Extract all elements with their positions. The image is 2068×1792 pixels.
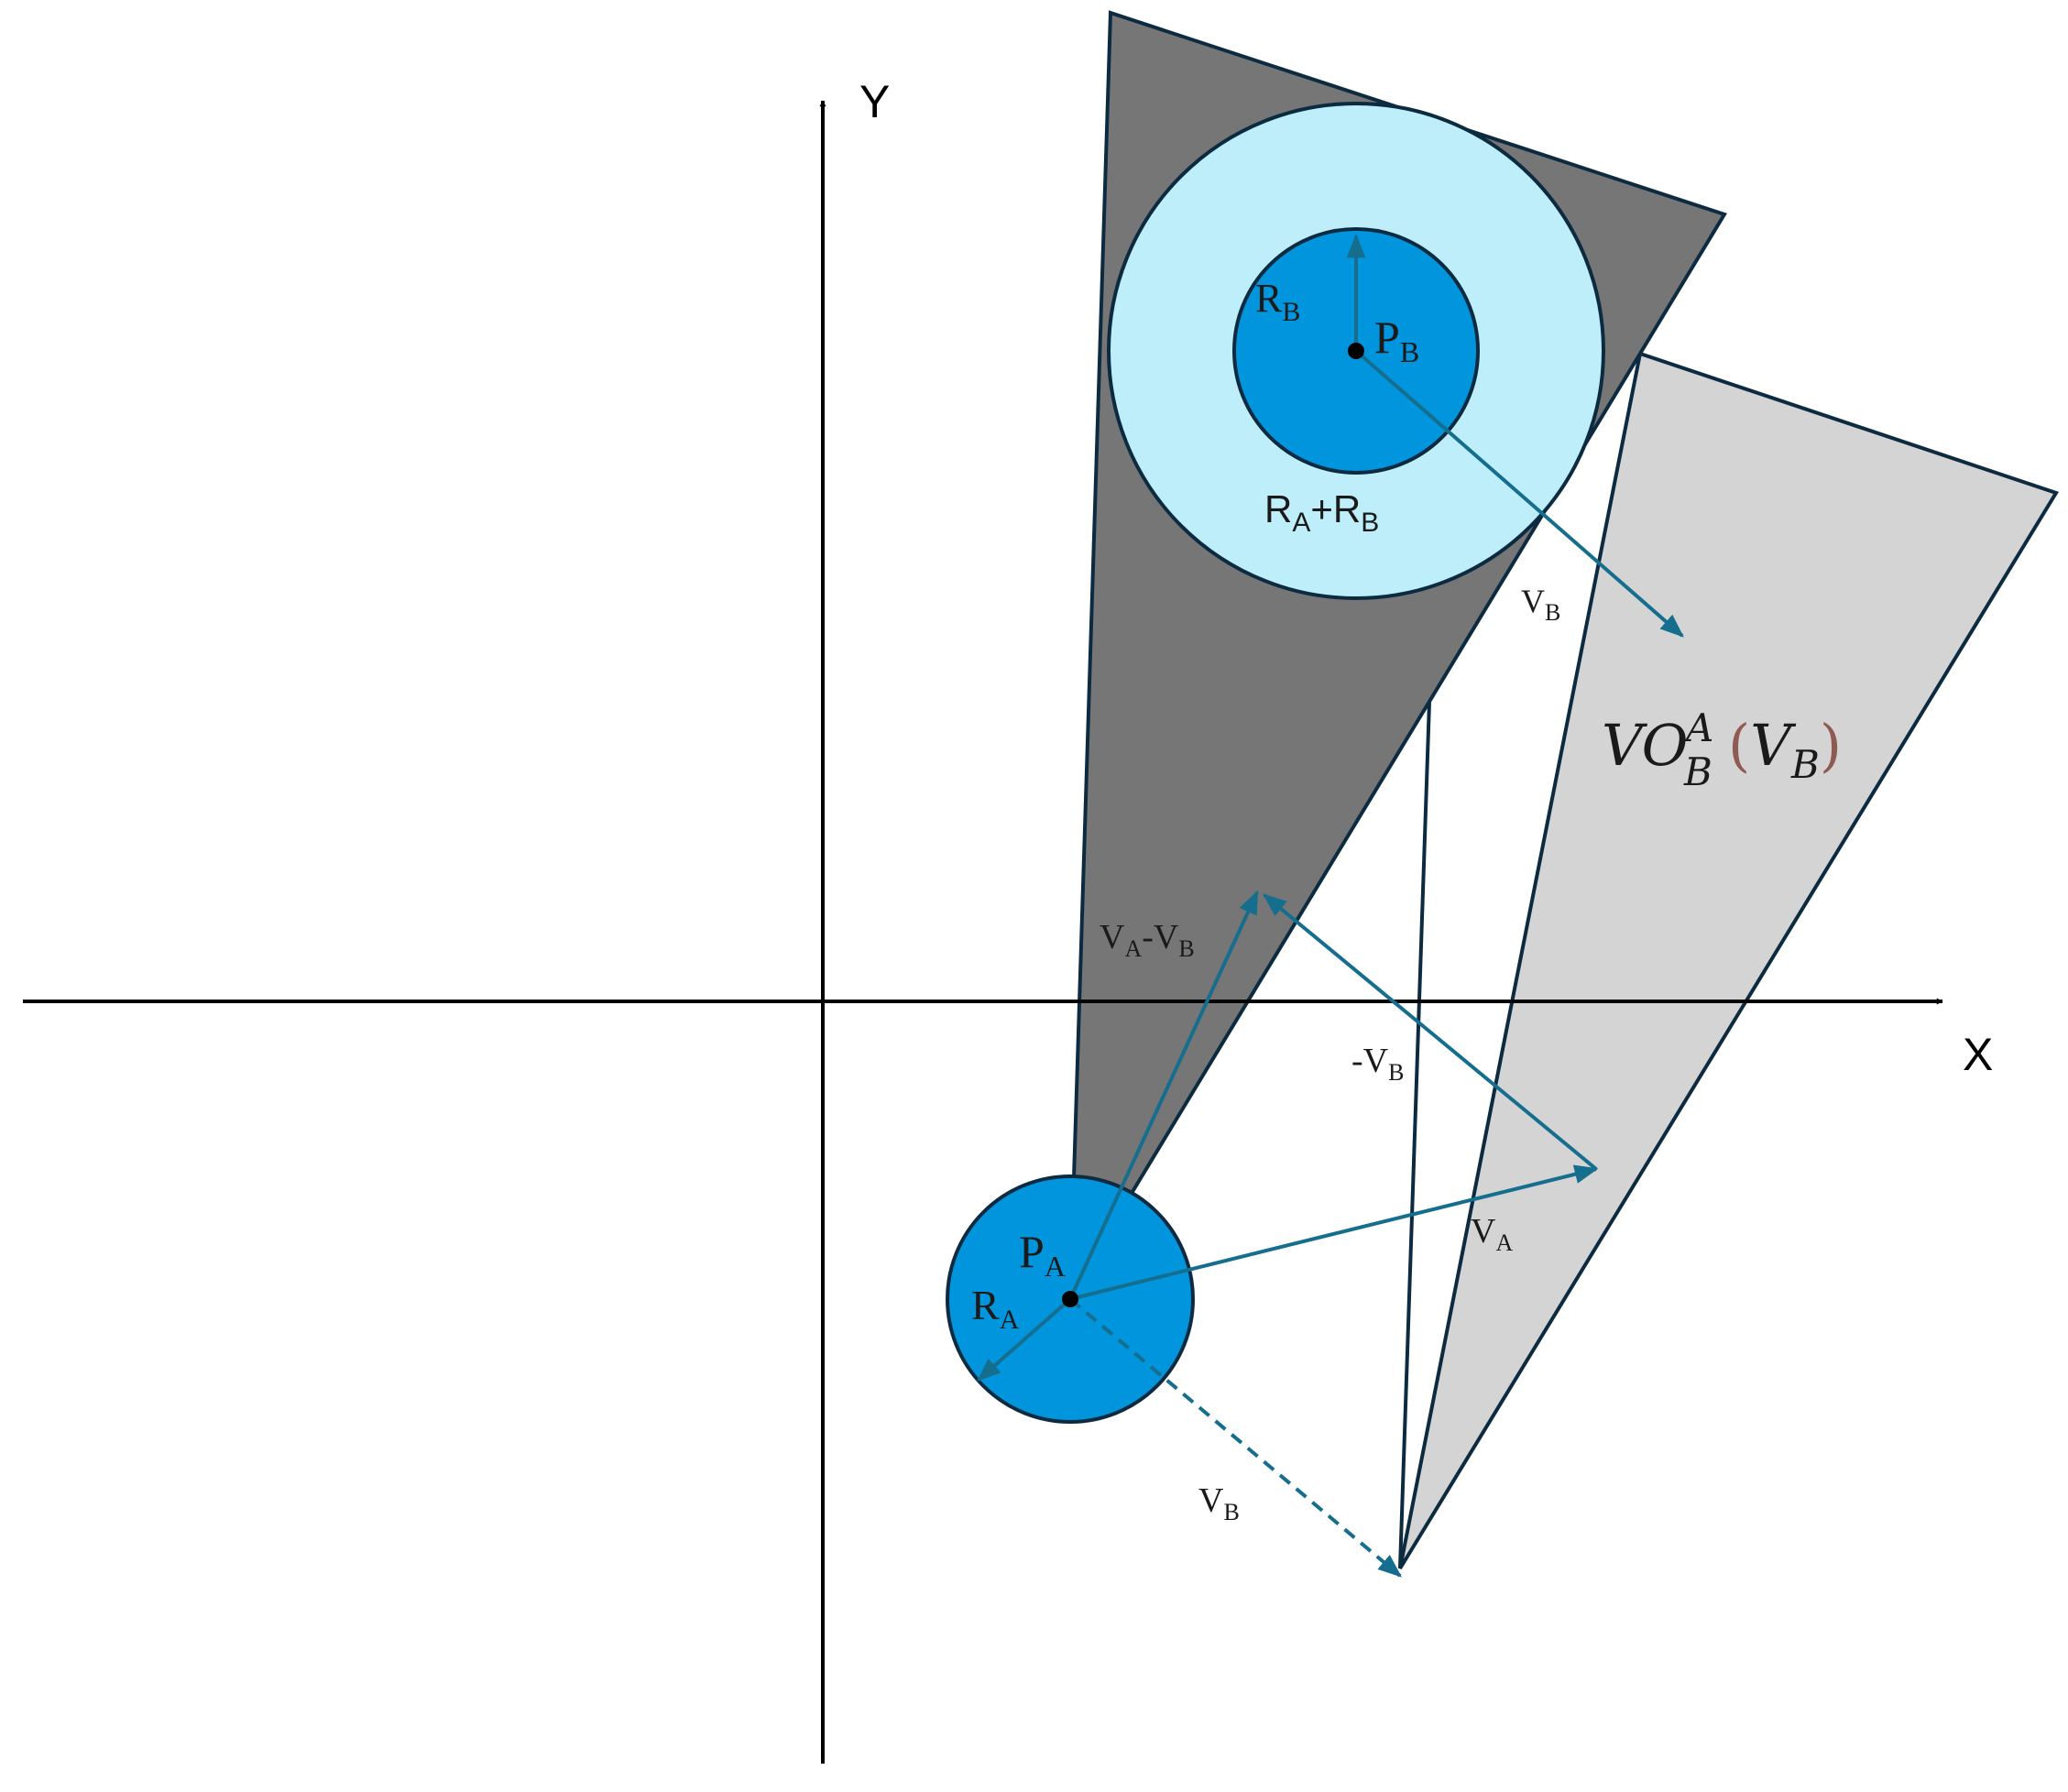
ra-radius-arrow	[977, 1297, 1072, 1382]
va-minus-vb-label: VA-VB	[1100, 918, 1195, 962]
ra-label: RA	[971, 1282, 1020, 1335]
neg-vb-arrow	[1262, 893, 1598, 1171]
pb-point	[1348, 343, 1364, 359]
va-arrow	[1069, 1164, 1599, 1301]
x-axis-label: X	[1963, 1029, 1993, 1080]
gap-edge	[1398, 701, 1431, 1569]
pb-label: PB	[1374, 311, 1419, 368]
y-axis-label: Y	[859, 76, 890, 127]
ra-plus-rb-label: RA+RB	[1264, 487, 1379, 538]
va-minus-vb-arrow	[1068, 890, 1259, 1300]
velocity-obstacle-region	[1398, 351, 2060, 1570]
neg-vb-label: -VB	[1351, 1042, 1404, 1086]
va-label: VA	[1471, 1212, 1513, 1256]
pa-point	[1062, 1291, 1078, 1307]
vb-arrow-dashed	[1068, 1297, 1402, 1578]
velocity-obstacle-label: VOBA(VB)	[1602, 705, 1842, 794]
vb-arrow-top	[1354, 349, 1684, 638]
vb-bottom-label: VB	[1198, 1481, 1240, 1525]
pa-label: PA	[1019, 1226, 1066, 1283]
vb-top-label: VB	[1521, 583, 1560, 626]
rb-label: RB	[1255, 276, 1300, 327]
